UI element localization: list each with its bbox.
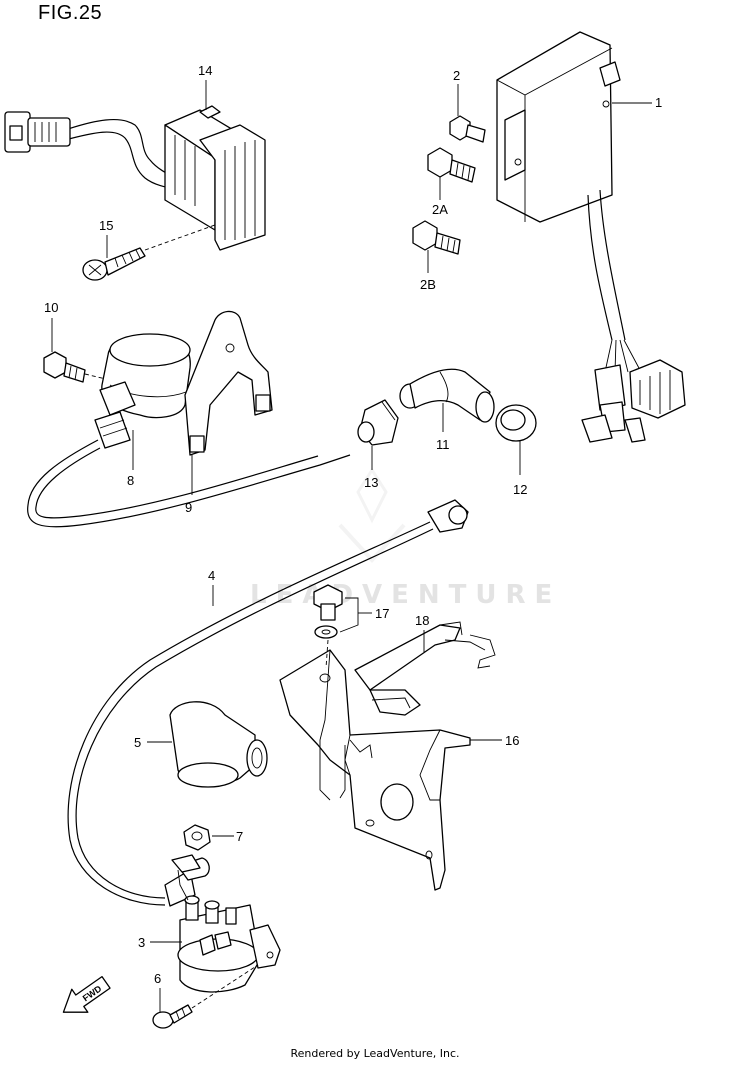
grommet-12 [495,404,537,442]
callout-2b: 2B [420,277,436,292]
callout-4: 4 [208,568,215,583]
watermark-text: LEADVENTURE [250,580,562,610]
cdi-unit [496,31,686,443]
callout-14: 14 [198,63,212,78]
plug-cap-11 [399,368,495,423]
screw-6 [152,1004,193,1029]
callout-2a: 2A [432,202,448,217]
spring-clip-18 [354,621,496,716]
callout-11: 11 [436,437,450,452]
callout-9: 9 [185,500,192,515]
bolt-washer-17 [313,584,343,639]
regulator-rectifier [4,105,266,251]
callout-12: 12 [513,482,527,497]
callout-10: 10 [44,300,58,315]
forward-direction-arrow: FWD [62,975,111,1013]
callout-5: 5 [134,735,141,750]
footer-credit: Rendered by LeadVenture, Inc. [290,1047,460,1060]
callout-7: 7 [236,829,243,844]
figure-title: FIG.25 [38,2,103,24]
callout-13: 13 [364,475,378,490]
callout-18: 18 [415,613,429,628]
starter-relay [171,854,281,993]
callout-16: 16 [505,733,519,748]
watermark-logo [338,467,406,563]
callout-15: 15 [99,218,113,233]
plug-cap-cover-13 [357,399,399,446]
callout-3: 3 [138,935,145,950]
terminal-cap-5 [169,701,268,788]
relay-bracket-16 [279,649,471,891]
callout-1: 1 [655,95,662,110]
nut-7 [183,824,211,851]
callout-8: 8 [127,473,134,488]
callout-17: 17 [375,606,389,621]
callout-2: 2 [453,68,460,83]
screw-15 [82,247,146,281]
bolt-2 [449,115,486,143]
bolt-2a [427,147,476,183]
coil-bracket [184,310,273,456]
callout-6: 6 [154,971,161,986]
ignition-coil [94,333,191,449]
bolt-10 [43,351,86,383]
bolt-2b [412,220,461,255]
